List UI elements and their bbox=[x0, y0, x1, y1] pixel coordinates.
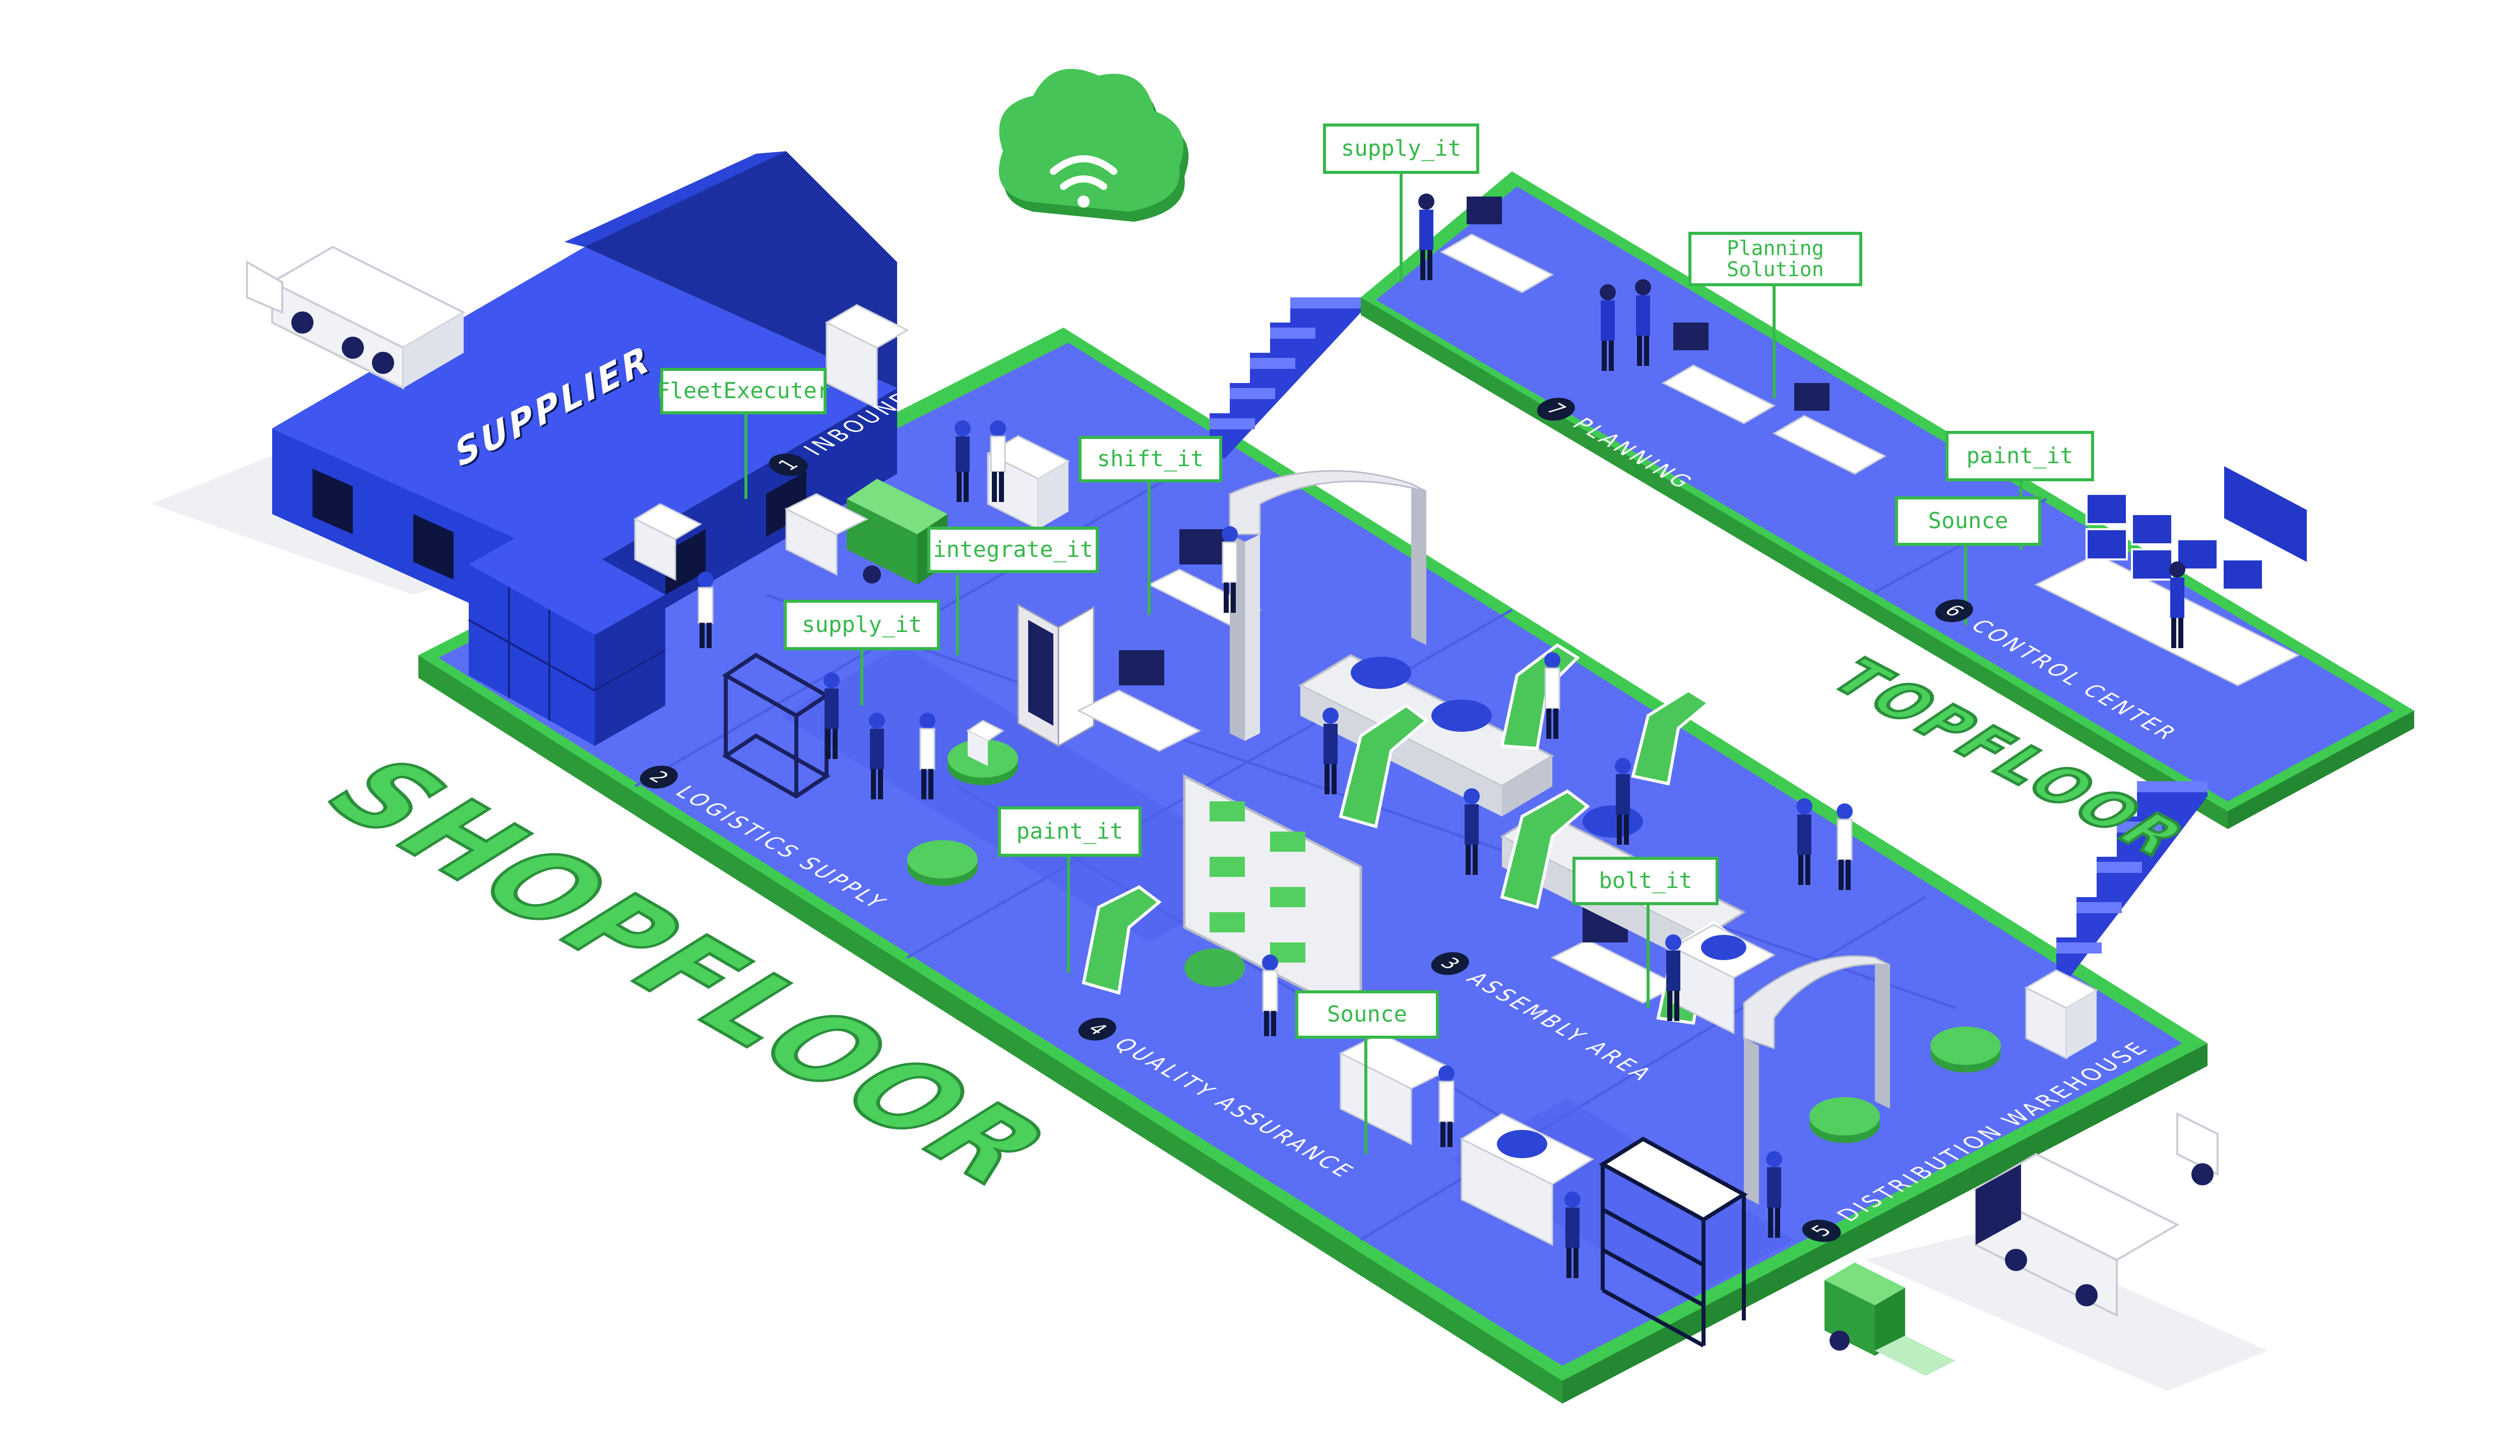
callout-sounce-shopfloor: Sounce bbox=[1295, 990, 1439, 1039]
outbound-boxes bbox=[2024, 969, 2099, 1060]
paint-panel bbox=[1183, 774, 1362, 1021]
outbound-truck-icon bbox=[1973, 1112, 2219, 1317]
cloud-wifi-icon bbox=[998, 69, 1189, 222]
topfloor-desks bbox=[1439, 197, 2310, 686]
topfloor-platform bbox=[1361, 171, 2414, 829]
box-pallet bbox=[633, 304, 1070, 581]
callout-paint-it-shopfloor: paint_it bbox=[998, 806, 1142, 857]
callout-fleet-executer: FleetExecuter bbox=[657, 368, 830, 414]
distribution-shelf bbox=[1599, 1136, 1748, 1348]
server-rack-icon bbox=[1017, 603, 1095, 747]
inspection-table bbox=[1339, 924, 1776, 1246]
supplier-building bbox=[272, 151, 897, 655]
worker-icon bbox=[698, 194, 2185, 1278]
callout-bolt-it: bolt_it bbox=[1572, 857, 1719, 905]
container-stack bbox=[468, 524, 666, 746]
callout-sounce-topfloor: Sounce bbox=[1895, 496, 2041, 546]
callout-paint-it-topfloor: paint_it bbox=[1945, 431, 2094, 481]
stairs-left bbox=[1210, 297, 1361, 459]
callout-shift-it: shift_it bbox=[1079, 436, 1222, 482]
supplier-truck-icon bbox=[246, 245, 466, 390]
callout-planning-solution: Planning Solution bbox=[1688, 232, 1862, 286]
callout-integrate-it: integrate_it bbox=[927, 527, 1099, 573]
callout-supply-it-topfloor: supply_it bbox=[1323, 123, 1479, 174]
amr-robot-icon bbox=[907, 720, 2001, 1143]
stairs-right bbox=[2046, 781, 2208, 1008]
callout-supply-it-shopfloor: supply_it bbox=[784, 600, 940, 650]
outbound-forklift-icon bbox=[1824, 1262, 1956, 1376]
